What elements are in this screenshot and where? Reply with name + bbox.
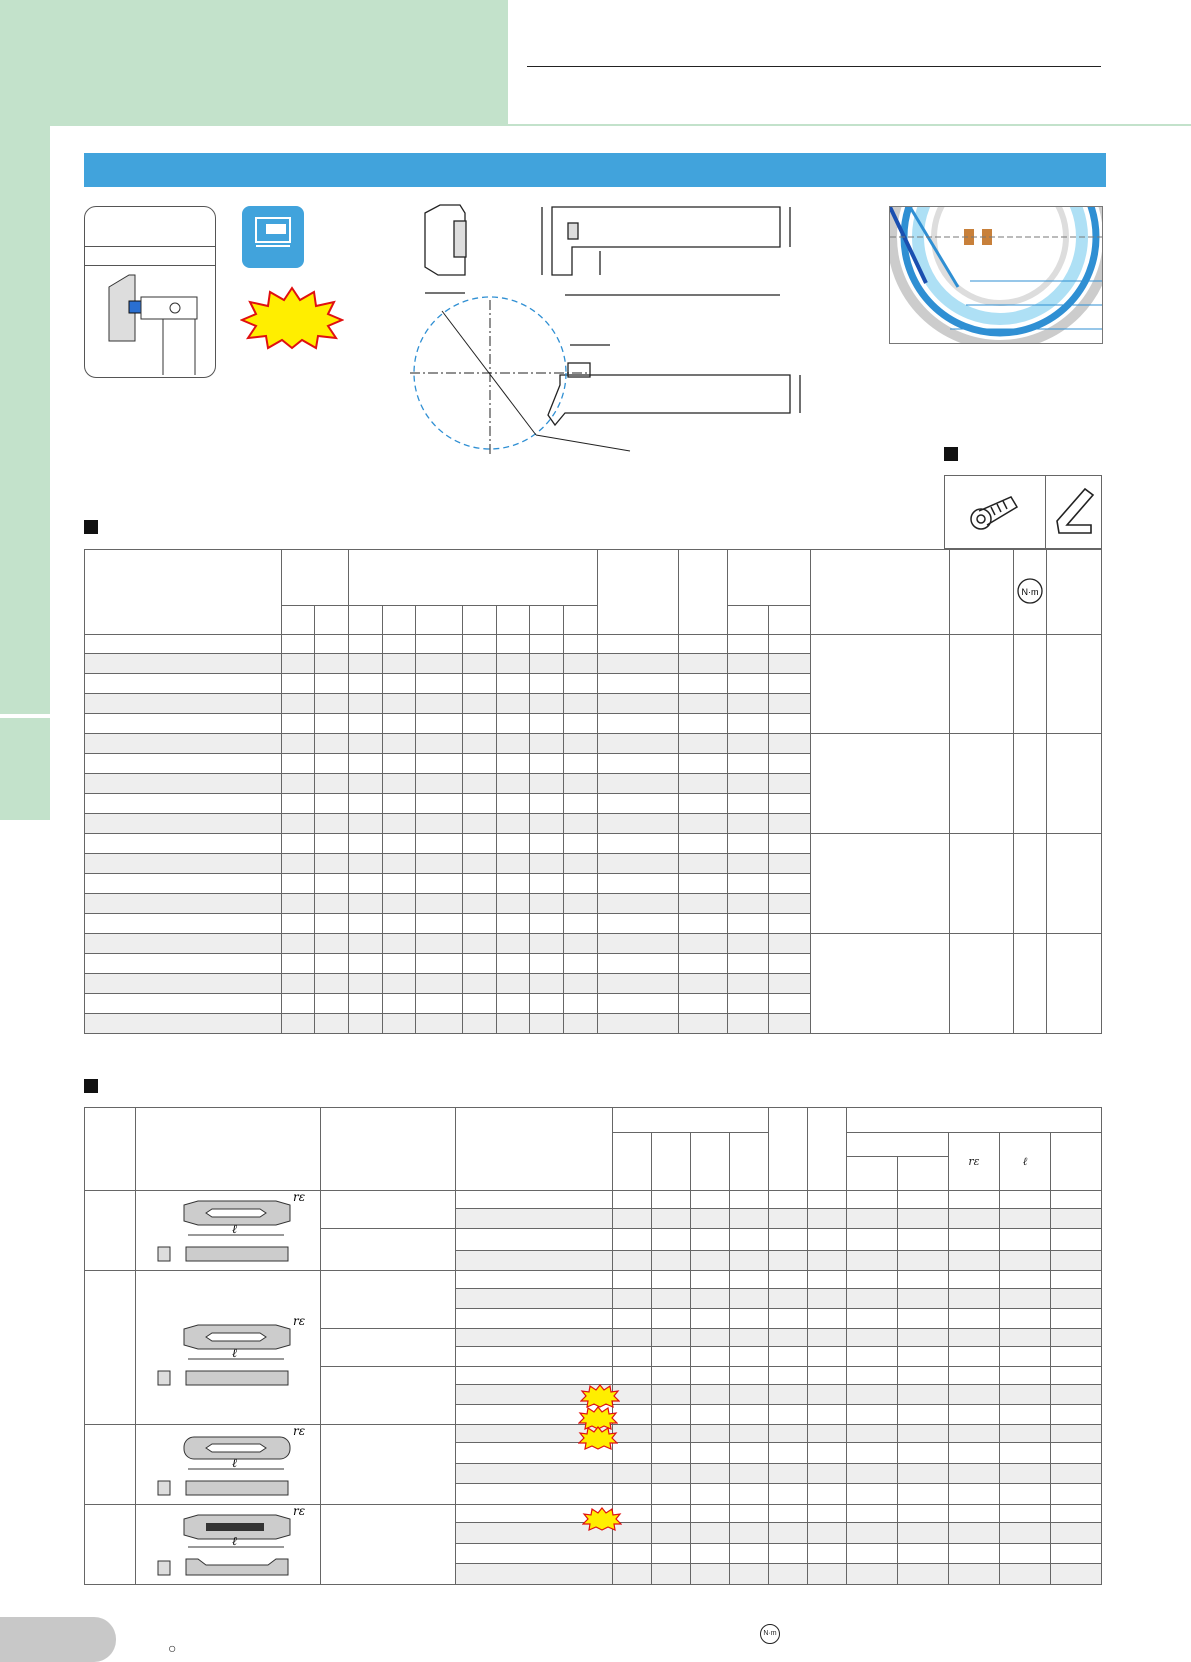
section-marker-parts	[944, 447, 958, 461]
torque-note-label: N·m	[763, 1630, 777, 1637]
wrench-cell	[1045, 475, 1102, 549]
insert-drawing-3-r: rε	[293, 1425, 305, 1438]
insert-drawing-1-r: rε	[293, 1191, 305, 1204]
insert-drawing-3: rε ℓ	[157, 1424, 305, 1496]
insert-drawing-1-l: ℓ	[232, 1222, 237, 1236]
insert-drawing-2-r: rε	[293, 1314, 305, 1328]
insert-drawing-1: rε ℓ	[157, 1190, 305, 1262]
insert-drawing-cell-2: rε ℓ	[135, 1270, 321, 1425]
new-burst-icon	[580, 1384, 620, 1408]
application-panel	[84, 206, 216, 378]
new-burst-icon	[578, 1426, 618, 1450]
torque-nm-label: N·m	[1022, 587, 1039, 597]
application-sketch	[108, 274, 198, 375]
insert-drawing-cell-1: rε ℓ	[135, 1190, 321, 1271]
insert-drawing-2: rε ℓ	[157, 1314, 305, 1386]
insert-drawing-cell-4: rε ℓ	[135, 1504, 321, 1585]
inserts-table: rε ℓ rε ℓ	[84, 1107, 1102, 1585]
parts-icon-header	[944, 475, 1102, 549]
insert-drawing-4-l: ℓ	[232, 1534, 237, 1548]
header-rule	[527, 66, 1101, 67]
torque-nm-icon: N·m	[1017, 577, 1043, 604]
footnote-mark: ○	[168, 1640, 177, 1656]
section-marker-inserts	[84, 1079, 98, 1093]
screw-cell	[944, 475, 1046, 549]
side-green-tab-lower	[0, 718, 50, 820]
insert-l-header: ℓ	[999, 1132, 1051, 1191]
section-marker-holders	[84, 520, 98, 534]
holder-drawing	[410, 204, 801, 455]
header-green-block	[0, 0, 508, 126]
insert-drawing-4: rε ℓ	[157, 1504, 305, 1576]
header-green-rule	[508, 124, 1191, 126]
new-burst-icon	[582, 1507, 622, 1531]
page-number-tab	[0, 1617, 116, 1662]
insert-drawing-4-r: rε	[293, 1505, 305, 1518]
hex-wrench-icon	[1055, 487, 1094, 534]
insert-r-header: rε	[948, 1132, 1000, 1191]
new-burst-icon	[240, 286, 344, 350]
torque-note-icon: N·m	[760, 1624, 780, 1644]
boring-bar-type-icon	[242, 206, 304, 268]
coolant-diagram	[889, 206, 1103, 344]
insert-drawing-3-l: ℓ	[232, 1456, 237, 1470]
insert-drawing-2-l: ℓ	[232, 1346, 237, 1360]
side-green-tab	[0, 126, 50, 714]
insert-drawing-cell-3: rε ℓ	[135, 1424, 321, 1505]
section-title-bar	[84, 153, 1106, 187]
clamp-screw-icon	[970, 495, 1019, 530]
holders-table: N·m	[84, 549, 1102, 1034]
